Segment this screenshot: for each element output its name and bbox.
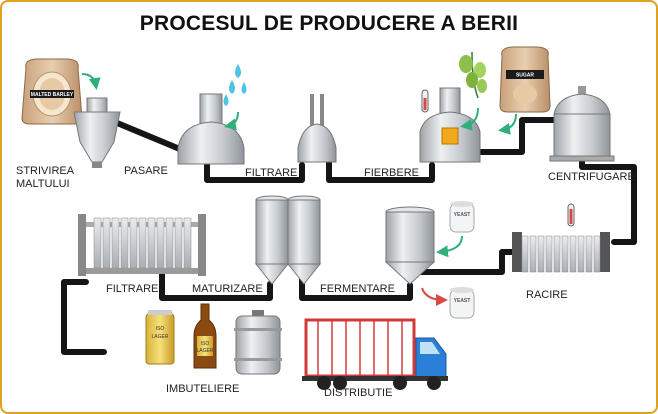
yeast-jar-bottom: YEAST bbox=[449, 287, 475, 319]
pipe-fermenter-to-maturing bbox=[299, 277, 413, 301]
label-centrifuge: CENTRIFUGARE bbox=[548, 171, 635, 183]
pipe-network bbox=[61, 117, 637, 355]
thermometer-icon bbox=[421, 89, 429, 113]
label-milling-2: MALTULUI bbox=[16, 178, 70, 190]
hops-feed-arrow bbox=[460, 107, 479, 131]
label-boiling: FIERBERE bbox=[364, 167, 419, 179]
label-filtering: FILTRARE bbox=[245, 167, 297, 179]
beer-can: ISO LAGER bbox=[145, 310, 175, 365]
bottle-text-2: LAGER bbox=[197, 348, 214, 354]
water-feed-arrow bbox=[224, 111, 239, 131]
label-milling-1: STRIVIREA bbox=[16, 165, 75, 177]
malt-mill bbox=[73, 97, 121, 168]
can-text-1: ISO bbox=[156, 326, 165, 332]
bottle-text-1: ISO bbox=[201, 341, 210, 347]
pipe-maturing-to-filter bbox=[159, 267, 273, 301]
beer-keg bbox=[234, 310, 282, 375]
label-mashing: PASARE bbox=[124, 165, 168, 177]
can-text-2: LAGER bbox=[152, 334, 169, 340]
sugar-sack-label: SUGAR bbox=[516, 73, 534, 79]
plate-cooler bbox=[512, 232, 610, 273]
label-distribution: DISTRIBUTIE bbox=[324, 387, 392, 399]
malt-sack-label: MALTED BARLEY bbox=[31, 92, 74, 98]
sugar-feed-arrow bbox=[498, 113, 517, 135]
yeast-output-arrow bbox=[421, 287, 448, 306]
label-fermenting: FERMENTARE bbox=[320, 283, 395, 295]
pipe-lauter-to-kettle bbox=[326, 159, 435, 183]
pipe-kettle-to-centrifuge bbox=[469, 117, 561, 155]
yeast-jar-top: YEAST bbox=[449, 201, 475, 233]
yeast-label-bottom: YEAST bbox=[454, 298, 471, 304]
pipe-mill-to-mash bbox=[107, 117, 190, 155]
pipe-centrifuge-to-cooler bbox=[579, 157, 637, 245]
yeast-label-top: YEAST bbox=[454, 212, 471, 218]
malt-feed-arrow bbox=[81, 73, 101, 90]
pipe-cooler-to-fermenter bbox=[414, 249, 517, 275]
maturing-tanks bbox=[254, 195, 322, 285]
boil-kettle bbox=[419, 87, 481, 163]
cooler-thermometer-icon bbox=[567, 203, 575, 227]
hops-icon bbox=[459, 51, 487, 99]
sugar-sack: SUGAR bbox=[499, 46, 551, 113]
filter-press bbox=[78, 214, 206, 276]
fermenter-tank bbox=[384, 206, 436, 285]
lauter-tun bbox=[297, 94, 337, 163]
mash-tun bbox=[177, 93, 245, 165]
label-filtering-2: FILTRARE bbox=[106, 283, 158, 295]
diagram-title: PROCESUL DE PRODUCERE A BERII bbox=[139, 12, 519, 35]
pipe-filter-to-bottling bbox=[61, 279, 107, 355]
label-bottling: IMBUTELIERE bbox=[166, 383, 239, 395]
label-cooling: RACIRE bbox=[526, 289, 568, 301]
delivery-truck bbox=[302, 318, 448, 390]
malt-sack: MALTED BARLEY bbox=[21, 58, 83, 125]
water-drops bbox=[223, 64, 247, 106]
yeast-feed-arrow bbox=[436, 235, 463, 258]
centrifuge-tank bbox=[549, 86, 615, 162]
beer-bottle: ISO LAGER bbox=[193, 303, 217, 369]
label-maturing: MATURIZARE bbox=[192, 283, 263, 295]
pipe-mash-to-lauter bbox=[204, 161, 305, 183]
